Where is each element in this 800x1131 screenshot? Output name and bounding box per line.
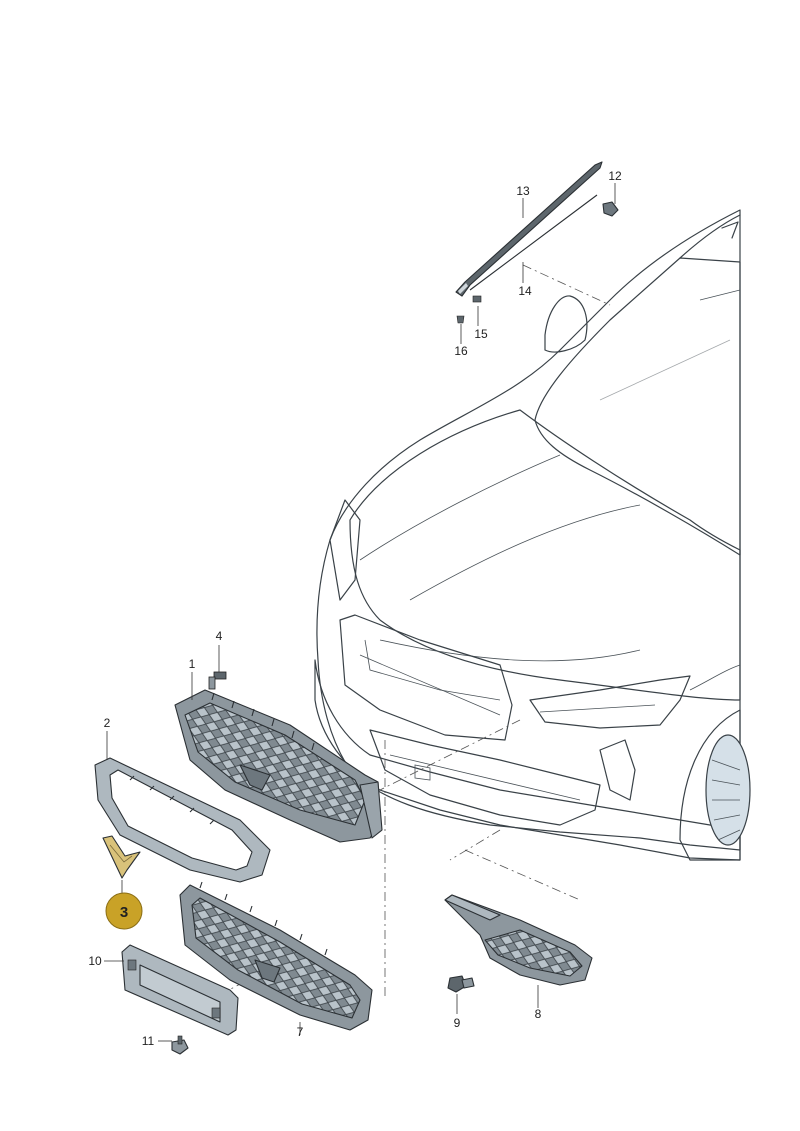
lower-intake: [369, 729, 601, 826]
wheel-arch: [679, 709, 741, 861]
clip-16: [456, 315, 465, 324]
clip-12: [602, 201, 619, 217]
callout-11: 11: [142, 1034, 155, 1048]
trim-strip-13: [455, 161, 603, 297]
upper-grille: [174, 689, 383, 843]
callout-12: 12: [608, 169, 622, 183]
lower-grille: [179, 881, 373, 1031]
bolt-9: [447, 975, 475, 993]
trim-strip-14: [469, 194, 598, 291]
side-intake-grille: [444, 894, 593, 986]
vehicle-body: [316, 209, 741, 851]
grille-clips: [211, 692, 315, 751]
callout-labels: 1 4 2 7 8 9 10 11 12 13 14 15 16: [88, 169, 622, 1048]
windshield: [534, 257, 741, 556]
callout-9: 9: [454, 1016, 461, 1030]
emblem: [102, 835, 141, 879]
callout-16: 16: [454, 344, 468, 358]
vehicle-grille-opening: [339, 614, 513, 741]
screw-4: [208, 671, 227, 690]
clip-15: [472, 295, 482, 303]
license-bracket: [121, 944, 239, 1036]
callout-15: 15: [474, 327, 488, 341]
wheel: [705, 734, 751, 846]
highlight-badge-3[interactable]: 3: [105, 892, 143, 930]
leader-lines: [104, 183, 616, 1042]
side-mirror: [544, 295, 588, 353]
hood: [349, 409, 741, 701]
callout-14: 14: [518, 284, 532, 298]
vehicle-front-outline: [314, 209, 751, 861]
callout-7: 7: [297, 1025, 304, 1039]
callout-3: 3: [120, 904, 128, 921]
clip-11: [171, 1035, 189, 1055]
fog-light: [599, 739, 636, 801]
callout-8: 8: [535, 1007, 542, 1021]
headlight-left: [329, 499, 361, 601]
callout-13: 13: [516, 184, 530, 198]
callout-1: 1: [189, 657, 196, 671]
headlight-right: [529, 675, 691, 729]
callout-10: 10: [88, 954, 102, 968]
reference-lines: [209, 264, 611, 1001]
callout-2: 2: [104, 716, 111, 730]
grille-frame: [94, 757, 271, 883]
callout-4: 4: [216, 629, 223, 643]
